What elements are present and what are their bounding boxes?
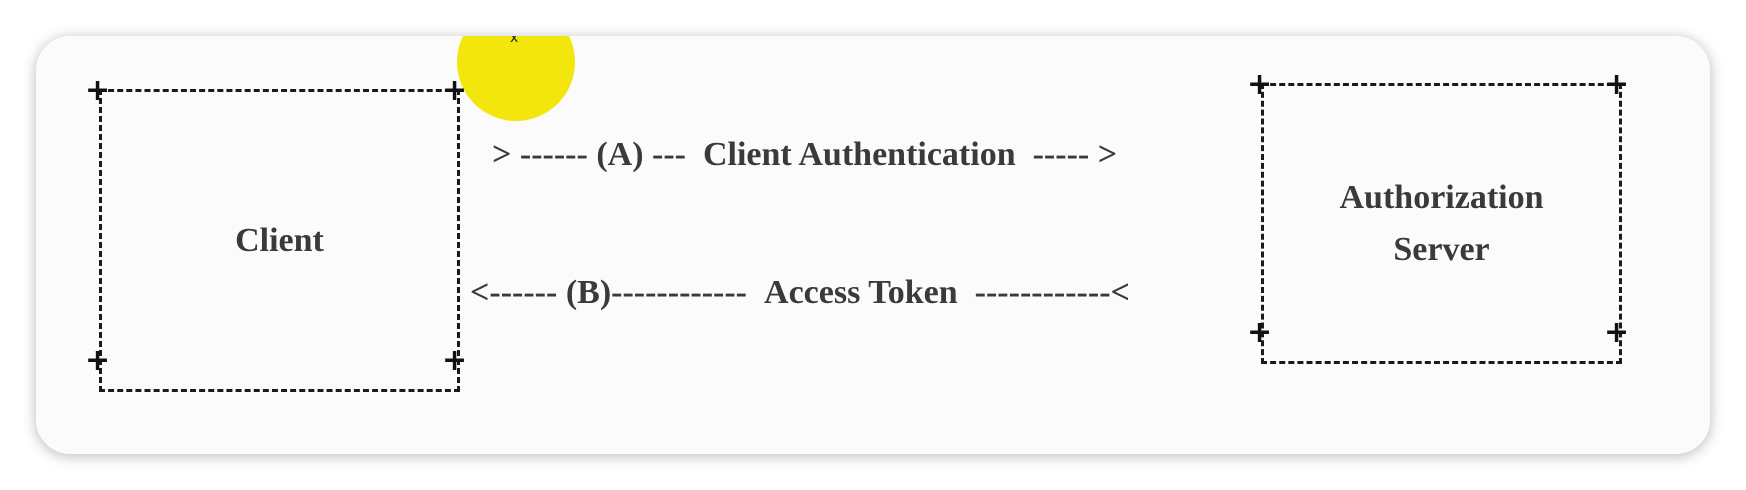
diagram-card: x + + + + Client + + + + Authorization S… xyxy=(36,36,1710,454)
cursor-highlight xyxy=(457,36,575,121)
arrow-b-dash-1: ------ xyxy=(489,274,558,311)
client-label: Client xyxy=(99,89,460,392)
client-label-text: Client xyxy=(235,221,324,259)
arrow-a-dash-3: ----- xyxy=(1032,136,1090,173)
server-label-line-2: Server xyxy=(1393,230,1490,268)
arrow-b-head: < xyxy=(470,274,490,311)
arrow-b-access-token: <------ (B)------------ Access Token ---… xyxy=(470,276,1130,310)
client-box xyxy=(99,89,460,392)
arrow-b-tag: (B) xyxy=(565,274,612,311)
arrow-a-client-authentication: > ------ (A) --- Client Authentication -… xyxy=(492,138,1117,172)
cursor-icon: x xyxy=(510,36,519,46)
authorization-server-box xyxy=(1261,83,1622,364)
arrow-b-tail: < xyxy=(1110,274,1130,311)
arrow-a-dash-1: ------ xyxy=(519,136,588,173)
arrow-a-tail: > xyxy=(1097,136,1118,173)
arrow-a-head: > xyxy=(492,136,512,173)
arrow-b-dash-3: ------------ xyxy=(974,274,1111,311)
server-label-line-1: Authorization xyxy=(1339,178,1544,216)
arrow-b-dash-2: ------------ xyxy=(611,274,748,311)
authorization-server-label: Authorization Server xyxy=(1261,83,1622,364)
arrow-a-tag: (A) xyxy=(596,136,644,173)
arrow-a-label: Client Authentication xyxy=(702,136,1016,173)
arrow-b-label: Access Token xyxy=(764,274,958,311)
arrow-a-dash-2: --- xyxy=(652,136,686,173)
